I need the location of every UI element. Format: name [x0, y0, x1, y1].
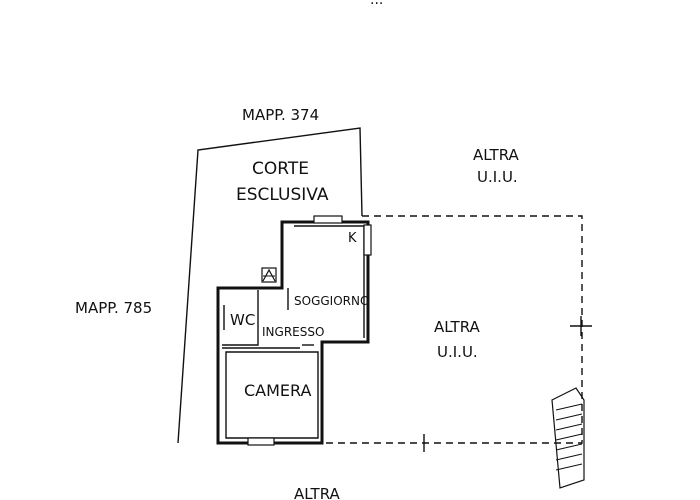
- courtyard-label-2: ESCLUSIVA: [236, 185, 329, 205]
- wc-label: WC: [230, 311, 255, 329]
- other-unit-top-label-2: U.I.U.: [477, 168, 518, 186]
- mapp-north-label: MAPP. 374: [242, 106, 319, 124]
- staircase-hatch: [551, 387, 585, 489]
- courtyard-boundary: [177, 127, 363, 444]
- bedroom-inner-wall: [225, 351, 319, 439]
- boundary-marker-right: [570, 316, 592, 336]
- kitchen-label: K: [348, 231, 357, 246]
- window-bottom: [247, 437, 275, 446]
- entrance-icon: [261, 267, 277, 283]
- living-label: SOGGIORNO: [294, 294, 369, 308]
- bedroom-label: CAMERA: [244, 381, 312, 400]
- other-unit-right-label-2: U.I.U.: [437, 343, 478, 361]
- mapp-west-label: MAPP. 785: [75, 299, 152, 317]
- top-partial-label: ...: [370, 0, 383, 8]
- courtyard-label: CORTE: [252, 159, 309, 179]
- entrance-label: INGRESSO: [262, 325, 324, 339]
- other-unit-bottom-label: ALTRA: [294, 485, 341, 500]
- other-unit-top-label: ALTRA: [473, 146, 520, 164]
- window-right: [363, 224, 372, 256]
- window-top: [313, 215, 343, 224]
- wc-partition: [222, 290, 259, 346]
- other-unit-right-label: ALTRA: [434, 318, 481, 336]
- other-unit-boundary: [325, 215, 583, 444]
